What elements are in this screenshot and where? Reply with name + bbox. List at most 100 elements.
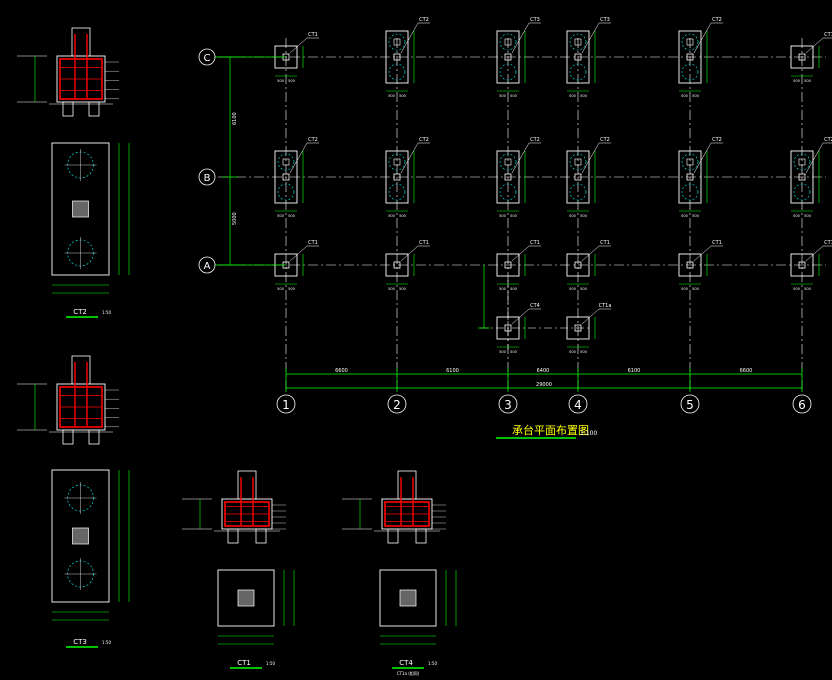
grid-bubble-label: 2 [393, 398, 401, 412]
cap-dim-label: 500 [681, 214, 688, 218]
cap-code-label: CT3 [600, 17, 610, 23]
pile-cap-ct1a: 500 500 CT1a [566, 303, 612, 354]
pile-cap-ct1: 500 500 CT1 [274, 32, 319, 83]
cap-dim-label: 500 [499, 214, 506, 218]
detail-label: CT3 [73, 638, 87, 646]
cap-dim-label: 500 [569, 287, 576, 291]
detail-scale: 1:50 [102, 310, 111, 315]
cap-dim-label: 500 [399, 214, 406, 218]
cap-code-label: CT2 [712, 137, 722, 143]
detail-ct3-section [17, 355, 119, 445]
cap-code-label: CT1a [599, 303, 612, 309]
cap-dim-label: 500 [569, 94, 576, 98]
col-dim-label: 6100 [628, 368, 641, 374]
detail-ct1-plan [217, 569, 295, 645]
cap-code-label: CT2 [530, 137, 540, 143]
cap-code-label: CT2 [308, 137, 318, 143]
cap-dim-label: 500 [510, 350, 517, 354]
cap-dim-label: 500 [692, 287, 699, 291]
cap-dim-label: 500 [804, 287, 811, 291]
grid-bubble-row-A: A [198, 256, 216, 274]
grid-bubbles: C B A 1 2 3 4 5 6 [198, 48, 812, 414]
grid-bubble-label: B [204, 173, 211, 184]
detail-ct4-plan [379, 569, 457, 645]
cap-dim-label: 500 [793, 79, 800, 83]
cap-dim-label: 500 [277, 214, 284, 218]
cap-dim-label: 500 [580, 214, 587, 218]
col-dim-label: 6600 [740, 368, 753, 374]
cap-code-label: CT1 [419, 240, 429, 246]
cap-dim-label: 500 [804, 214, 811, 218]
cap-code-label: CT2 [419, 137, 429, 143]
cap-code-label: CT2 [419, 17, 429, 23]
cap-code-label: CT1 [530, 240, 540, 246]
cap-dim-label: 500 [499, 350, 506, 354]
cap-code-label: CT1 [308, 32, 318, 38]
detail-scale: 1:50 [428, 661, 437, 666]
detail-ct4-section [342, 470, 446, 544]
col-dim-label: 6400 [537, 368, 550, 374]
plan-scale: 1:100 [580, 430, 597, 437]
cap-dim-label: 500 [793, 214, 800, 218]
cap-code-label: CT2 [824, 137, 832, 143]
cap-dim-label: 500 [510, 287, 517, 291]
cap-dim-label: 500 [288, 214, 295, 218]
cap-dim-label: 500 [580, 287, 587, 291]
plan-title: 承台平面布置图 [512, 423, 589, 437]
pile-cap-ct1: 500 500 CT1 [274, 240, 319, 291]
grid-bubble-col-4: 4 [568, 394, 588, 414]
detail-sublabel: CT1a (相同) [397, 670, 420, 676]
cap-code-label: CT1 [308, 240, 318, 246]
cap-dim-label: 500 [399, 287, 406, 291]
grid-bubble-col-5: 5 [680, 394, 700, 414]
grid-bubble-col-1: 1 [276, 394, 296, 414]
detail-label: CT2 [73, 308, 87, 316]
detail-scale: 1:50 [266, 661, 275, 666]
grid-bubble-label: 6 [798, 398, 806, 412]
pile-cap-ct3: 500 500 CT3 [566, 17, 611, 98]
cap-dim-label: 500 [580, 350, 587, 354]
grid-bubble-col-3: 3 [498, 394, 518, 414]
cap-dim-label: 500 [277, 287, 284, 291]
cap-dim-label: 500 [569, 350, 576, 354]
cap-code-label: CT2 [600, 137, 610, 143]
detail-ct2-title: CT2 1:50 [66, 308, 111, 318]
grid-bubble-label: C [204, 53, 211, 64]
cap-dim-label: 500 [510, 94, 517, 98]
grid-bubble-label: 3 [504, 398, 512, 412]
cap-dim-label: 500 [580, 94, 587, 98]
cap-dim-label: 500 [681, 94, 688, 98]
pile-cap-ct1: 500 500 CT1 [678, 240, 723, 291]
row-dim-label: 5000 [232, 212, 238, 225]
cap-code-label: CT4 [530, 303, 540, 309]
cap-dim-label: 500 [277, 79, 284, 83]
cap-dim-label: 500 [288, 287, 295, 291]
pile-cap-ct2: 500 500 CT2 [790, 137, 832, 218]
grid-bubble-label: 1 [282, 398, 290, 412]
cap-dim-label: 500 [681, 287, 688, 291]
grid-axis-lines [218, 38, 826, 392]
cap-code-label: CT3 [530, 17, 540, 23]
cap-code-label: CT1 [824, 240, 832, 246]
grid-bubble-col-6: 6 [792, 394, 812, 414]
grid-bubble-label: 4 [574, 398, 582, 412]
detail-ct1-section [182, 470, 286, 544]
detail-ct3-plan [51, 469, 130, 621]
cap-code-label: CT1 [712, 240, 722, 246]
cap-dim-label: 500 [288, 79, 295, 83]
overall-dim-label: 29000 [536, 382, 552, 388]
cap-code-label: CT1 [824, 32, 832, 38]
detail-label: CT4 [399, 659, 413, 667]
